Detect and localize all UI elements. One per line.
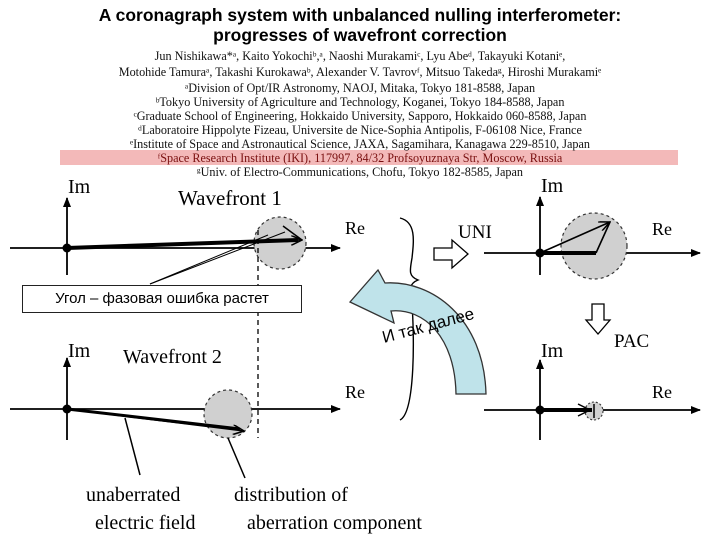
affiliation-f: ᶠSpace Research Institute (IKI), 117997,…: [157, 151, 563, 165]
im-label: Im: [68, 340, 91, 362]
wavefront-1-label: Wavefront 1: [178, 186, 282, 210]
phase-error-callout: Угол – фазовая ошибка растет: [22, 285, 302, 313]
callout-pointer-1: [149, 231, 286, 285]
field-vector-arrow: [66, 240, 302, 249]
pointer-distribution: [227, 437, 246, 479]
paper-title-line-2: progresses of wavefront correction: [213, 25, 507, 45]
label-distribution-line-1: distribution of: [234, 484, 348, 506]
authors-line-2: Motohide Tamuraᵃ, Takashi Kurokawaᵇ, Ale…: [118, 65, 602, 79]
grouping-brace: [399, 217, 420, 421]
re-label: Re: [345, 382, 365, 402]
uni-label: UNI: [458, 222, 492, 243]
field-vector-arrowhead: [577, 403, 592, 417]
field-vector-arrow: [539, 222, 610, 254]
im-label: Im: [541, 175, 564, 197]
origin-dot: [62, 404, 72, 414]
aberration-vector: [282, 225, 303, 241]
aberration-circle: [203, 389, 253, 439]
callout-pointer-2: [149, 234, 269, 285]
aberration-circle: [560, 212, 628, 280]
im-label: Im: [68, 176, 91, 198]
label-unaberrated-line-1: unaberrated: [86, 484, 180, 506]
affiliation-d: ᵈLaboratoire Hippolyte Fizeau, Universit…: [138, 123, 582, 137]
plot-wavefront-1: Im Re Wavefront 1: [10, 176, 365, 275]
wavefront-2-label: Wavefront 2: [123, 346, 222, 368]
label-unaberrated-line-2: electric field: [95, 512, 196, 534]
aberration-vector: [595, 221, 611, 254]
label-distribution-line-2: aberration component: [247, 512, 422, 534]
block-arrow-down: [584, 303, 612, 335]
pointer-unaberrated: [124, 417, 141, 476]
origin-dot: [535, 405, 545, 415]
affiliation-g: ᵍUniv. of Electro-Communications, Chofu,…: [196, 165, 524, 179]
re-label: Re: [652, 219, 672, 239]
block-arrow-right: [433, 238, 469, 270]
im-label: Im: [541, 340, 564, 362]
affiliation-a: ᵃDivision of Opt/IR Astronomy, NAOJ, Mit…: [184, 81, 536, 95]
pac-label: PAC: [614, 331, 649, 352]
origin-dot: [535, 248, 545, 258]
highlight-band: [60, 150, 678, 165]
paper-title-line-1: A coronagraph system with unbalanced nul…: [98, 5, 622, 25]
affiliation-c: ᶜGraduate School of Engineering, Hokkaid…: [133, 109, 587, 123]
curved-arrow: [348, 268, 487, 395]
re-label: Re: [652, 382, 672, 402]
aberration-circle: [253, 216, 307, 270]
plot-wavefront-2: Im Re Wavefront 2: [10, 340, 365, 440]
plot-uni: Im Re: [484, 175, 701, 280]
field-vector-arrow: [66, 408, 244, 431]
affiliation-b: ᵇTokyo University of Agriculture and Tec…: [155, 95, 565, 109]
re-label: Re: [345, 218, 365, 238]
affiliation-e: ᵉInstitute of Space and Astronautical Sc…: [129, 137, 591, 151]
plot-pac: Im Re: [484, 340, 701, 440]
authors-line-1: Jun Nishikawa*ᵃ, Kaito Yokochiᵇ,ᵃ, Naosh…: [154, 49, 566, 63]
paper-header: A coronagraph system with unbalanced nul…: [0, 0, 720, 180]
origin-dot: [62, 243, 72, 253]
